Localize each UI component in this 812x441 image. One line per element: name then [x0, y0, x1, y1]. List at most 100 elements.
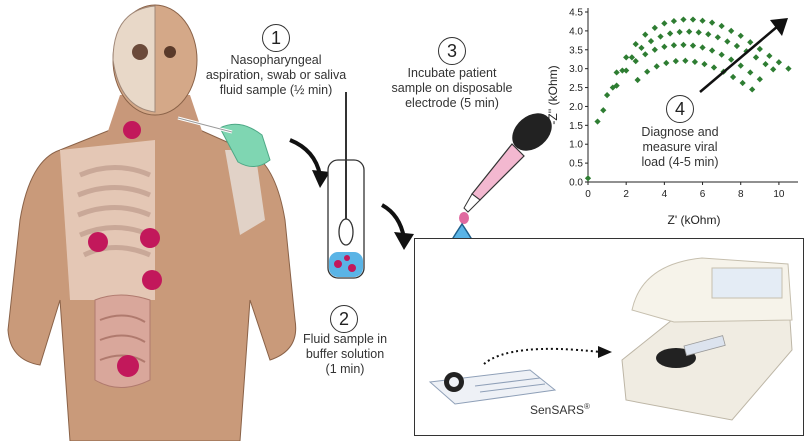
x-tick-label: 8 [738, 189, 744, 200]
data-point-series-1 [642, 31, 649, 38]
step-4-line-1: Diagnose and [641, 125, 719, 139]
data-point-series-2 [733, 42, 741, 50]
data-point-series-4 [653, 63, 660, 70]
data-point-series-3 [651, 46, 658, 53]
step-2-line-3: (1 min) [325, 362, 365, 376]
device-label: SenSARS® [530, 402, 590, 417]
data-point-series-4 [682, 57, 689, 64]
data-point-series-1 [728, 27, 735, 35]
data-point-series-2 [752, 54, 760, 61]
step-2-number: 2 [330, 305, 358, 333]
step-3-line-2: sample on disposable [391, 81, 513, 95]
trend-arrow [699, 25, 779, 93]
y-tick-label: 3.0 [569, 64, 583, 75]
data-point-series-3 [632, 57, 639, 65]
data-point-series-3 [661, 43, 668, 50]
step-3-line-3: electrode (5 min) [405, 96, 499, 110]
data-point-series-2 [762, 61, 769, 68]
data-point-series-1 [737, 32, 744, 39]
data-point-series-2 [686, 28, 693, 35]
data-point-series-1 [747, 39, 754, 46]
data-point-series-3 [728, 56, 735, 63]
data-point-series-4 [691, 58, 699, 65]
data-point-series-1 [699, 17, 706, 24]
data-point-series-3 [708, 47, 716, 54]
y-tick-label: 1.5 [569, 121, 583, 132]
data-point-series-4 [644, 68, 651, 75]
dotted-arrow-right [483, 346, 612, 365]
y-tick-label: 0.5 [569, 159, 583, 170]
data-point-series-2 [628, 54, 636, 61]
data-point-series-2 [638, 44, 645, 52]
flow-arrows [289, 138, 414, 250]
data-point-series-1 [766, 52, 773, 59]
data-point-series-1 [756, 45, 763, 53]
registered-mark: ® [584, 402, 590, 411]
y-tick-label: 4.5 [569, 8, 583, 19]
data-point-series-3 [737, 62, 744, 69]
data-point-series-4 [729, 73, 737, 81]
step-4-caption: Diagnose and measure viral load (4-5 min… [622, 125, 738, 170]
data-point-series-3 [680, 41, 687, 48]
data-point-series-4 [749, 86, 756, 93]
human-anatomy-illustration [7, 4, 297, 441]
step-4-number: 4 [666, 95, 694, 123]
data-point-series-1 [632, 40, 639, 48]
data-point-series-2 [770, 66, 777, 73]
data-point-series-1 [661, 20, 668, 27]
data-point-series-4 [739, 79, 746, 87]
trend-arrowhead [770, 18, 788, 36]
data-point-series-2 [705, 31, 712, 38]
data-point-series-3 [623, 67, 630, 74]
data-point-series-1 [584, 175, 592, 182]
data-point-series-4 [710, 64, 718, 71]
pipette-dropper [459, 113, 552, 224]
data-point-series-1 [718, 22, 725, 30]
x-tick-label: 10 [773, 189, 785, 200]
data-point-series-1 [689, 16, 697, 23]
data-point-series-1 [670, 17, 678, 25]
y-tick-label: 1.0 [569, 140, 583, 151]
data-point-series-2 [657, 33, 664, 40]
test-tube-with-swab [327, 92, 365, 279]
step-2-line-2: buffer solution [305, 347, 385, 361]
x-tick-label: 2 [623, 189, 629, 200]
x-tick-label: 6 [700, 189, 706, 200]
data-point-series-3 [718, 51, 725, 58]
data-point-series-2 [676, 28, 683, 36]
x-axis-label: Z' (kOhm) [668, 213, 721, 227]
data-point-series-3 [642, 51, 649, 58]
data-point-series-4 [701, 61, 708, 68]
data-point-series-1 [594, 118, 601, 125]
data-point-series-1 [651, 24, 658, 31]
step-3-number: 3 [438, 37, 466, 65]
data-point-series-1 [613, 69, 620, 76]
disposable-electrode [428, 369, 557, 405]
data-point-series-2 [714, 34, 721, 41]
x-tick-label: 0 [585, 189, 591, 200]
y-tick-label: 2.0 [569, 102, 583, 113]
data-point-series-2 [647, 37, 655, 45]
data-point-series-3 [756, 76, 763, 83]
y-tick-label: 4.0 [569, 26, 583, 37]
step-1-line-2: aspiration, swab or saliva [205, 68, 347, 82]
step-1-caption: Nasopharyngeal aspiration, swab or saliv… [196, 53, 356, 98]
data-point-series-1 [785, 65, 792, 72]
data-point-series-1 [623, 54, 630, 61]
data-point-series-1 [603, 91, 611, 99]
data-point-series-4 [663, 59, 670, 67]
data-point-series-3 [689, 42, 697, 49]
step-2-caption: Fluid sample in buffer solution (1 min) [290, 332, 400, 377]
data-point-series-4 [672, 57, 679, 65]
step-1-line-1: Nasopharyngeal [230, 53, 322, 67]
data-point-series-3 [699, 44, 706, 51]
data-point-series-2 [666, 30, 674, 37]
y-tick-label: 2.5 [569, 83, 583, 94]
data-point-series-1 [680, 16, 687, 23]
step-4-line-2: measure viral [642, 140, 718, 154]
step-3-caption: Incubate patient sample on disposable el… [382, 66, 522, 111]
data-point-series-2 [724, 38, 731, 45]
data-point-series-1 [708, 19, 716, 26]
step-4-line-3: load (4-5 min) [641, 155, 719, 169]
